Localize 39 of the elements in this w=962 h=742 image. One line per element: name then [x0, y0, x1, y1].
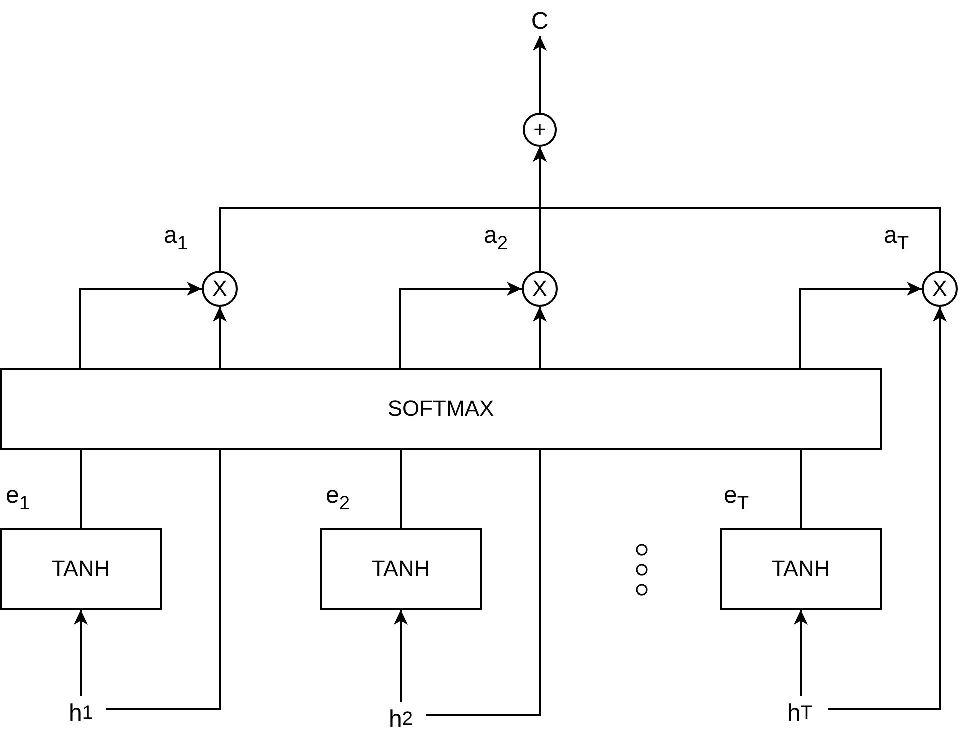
node-text: X	[932, 278, 948, 300]
process-box	[0, 368, 882, 450]
node-text: +	[534, 119, 546, 141]
arrow	[828, 307, 947, 710]
text-label: C	[525, 8, 555, 36]
arrow	[213, 307, 227, 368]
process-box	[0, 528, 162, 610]
arrow	[394, 610, 408, 702]
arrow	[799, 282, 922, 368]
operator-circle	[202, 271, 238, 307]
connector-line	[426, 450, 541, 716]
arrow	[399, 282, 522, 368]
arrow	[794, 610, 808, 696]
node-text: X	[532, 278, 548, 300]
arrow	[533, 307, 547, 368]
arrow	[79, 282, 202, 368]
arrow	[533, 147, 941, 271]
connector-line	[400, 450, 402, 528]
edge-label: a$_{2}$	[484, 224, 508, 254]
edge-label: a$_{T}$	[884, 224, 910, 254]
node-text: TANH	[372, 558, 430, 580]
node-text: SOFTMAX	[388, 398, 494, 420]
edge-label: a$_{1}$	[164, 224, 188, 254]
node-text: TANH	[52, 558, 110, 580]
connector-line	[800, 450, 802, 528]
edge-label: e$_{T}$	[724, 484, 750, 514]
arrow	[533, 36, 547, 113]
node-text: X	[212, 278, 228, 300]
arrow	[74, 610, 88, 696]
edge-label: e$_{1}$	[6, 484, 30, 514]
operator-circle	[523, 113, 557, 147]
operator-circle	[522, 271, 558, 307]
connector-line	[106, 450, 221, 710]
edge-label: e$_{2}$	[326, 484, 350, 514]
process-box	[320, 528, 482, 610]
operator-circle	[922, 271, 958, 307]
node-text: TANH	[772, 558, 830, 580]
process-box	[720, 528, 882, 610]
connector-line	[80, 450, 82, 528]
